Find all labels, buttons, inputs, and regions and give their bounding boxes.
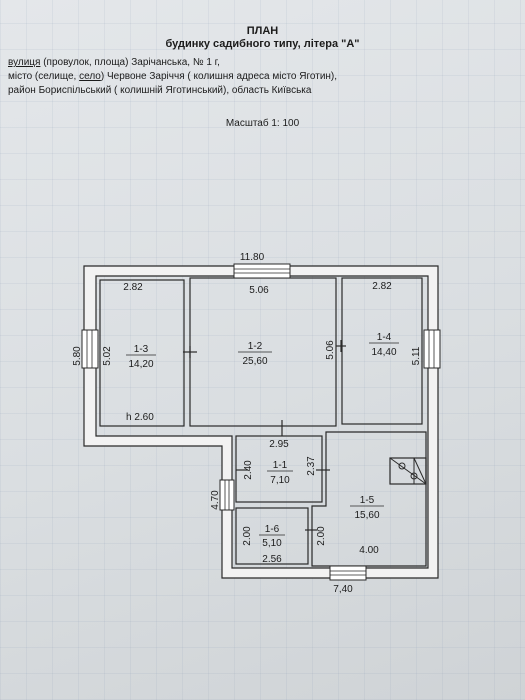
dim-room-1-1-width: 2.95	[269, 439, 289, 450]
room-area-1-3: 14,20	[128, 359, 153, 370]
dim-room-1-3-width: 2.82	[123, 282, 143, 293]
settlement-value: ) Червоне Заріччя ( колишня адреса місто…	[100, 71, 338, 82]
room-area-1-4: 14,40	[371, 347, 396, 358]
dim-room-1-6-width: 2.56	[262, 554, 282, 565]
exterior-walls	[83, 265, 439, 579]
dim-overall-width: 11.80	[240, 252, 265, 263]
room-area-1-5: 15,60	[354, 510, 379, 521]
door-markers	[183, 340, 346, 531]
dim-overall-height: 5.80	[72, 346, 83, 366]
room-id-1-3: 1-3	[134, 344, 149, 355]
dim-room-1-4-width: 2.82	[372, 281, 392, 292]
dim-room-1-1-side: 2.37	[306, 456, 317, 476]
room-id-1-2: 1-2	[248, 341, 263, 352]
dim-bottom-width: 7,40	[333, 584, 353, 595]
room-label-1-3: 1-3 14,20	[126, 344, 156, 370]
address-street-line: вулиця (провулок, площа) Зарічанська, № …	[8, 57, 220, 68]
room-id-1-6: 1-6	[265, 524, 280, 535]
windows	[81, 263, 441, 581]
dimension-labels: 11.80 5.80 4.70 7,40 2.82 5.02 h 2.60 5.…	[72, 252, 422, 595]
window-bottom	[329, 565, 367, 581]
room-id-1-1: 1-1	[273, 460, 288, 471]
dim-room-1-4-length: 5.11	[411, 346, 422, 365]
dim-room-1-3-length: 5.02	[102, 346, 113, 366]
dim-room-1-1-length: 2.40	[243, 460, 254, 480]
settlement-prefix: місто (селище,	[8, 71, 80, 82]
dim-room-1-5-width: 4.00	[359, 545, 379, 556]
street-label: вулиця	[8, 57, 41, 68]
document-title: ПЛАН	[246, 25, 279, 37]
room-area-1-6: 5,10	[262, 538, 282, 549]
window-left-wing	[219, 479, 235, 511]
room-1-6	[235, 507, 309, 565]
room-label-1-2: 1-2 25,60	[238, 341, 272, 367]
room-label-1-1: 1-1 7,10	[267, 460, 293, 486]
dim-room-1-2-width: 5.06	[249, 285, 269, 296]
address-settlement-line: місто (селище, село) Червоне Заріччя ( к…	[8, 71, 337, 82]
room-labels: 1-3 14,20 1-2 25,60 1-4 14,40 1-1 7,10 1…	[126, 332, 399, 549]
dim-left-wing-height: 4.70	[210, 490, 221, 510]
room-id-1-5: 1-5	[360, 495, 375, 506]
address-district-line: район Бориспільський ( колишній Яготинсь…	[8, 85, 312, 96]
dim-room-1-2-length: 5.06	[325, 340, 336, 360]
dim-room-1-6-length: 2.00	[242, 526, 253, 546]
room-label-1-6: 1-6 5,10	[259, 524, 285, 549]
room-1-1	[235, 435, 323, 503]
window-top	[233, 263, 291, 279]
room-1-4	[341, 277, 423, 425]
room-area-1-1: 7,10	[270, 475, 290, 486]
room-1-5	[311, 431, 427, 567]
dim-room-1-3-height: h 2.60	[126, 412, 154, 423]
plan-scale: Масштаб 1: 100	[225, 118, 300, 129]
room-1-3	[99, 279, 185, 427]
dim-room-1-5-length: 2.00	[316, 526, 327, 546]
settlement-label: село	[79, 71, 101, 82]
window-right	[423, 329, 441, 369]
document-subtitle: будинку садибного типу, літера "А"	[165, 38, 360, 50]
room-label-1-4: 1-4 14,40	[369, 332, 399, 358]
street-value: (провулок, площа) Зарічанська, № 1 г,	[40, 57, 220, 68]
room-area-1-2: 25,60	[242, 356, 267, 367]
room-id-1-4: 1-4	[377, 332, 392, 343]
window-left	[81, 329, 99, 369]
room-label-1-5: 1-5 15,60	[350, 495, 384, 521]
stove-symbol	[389, 457, 427, 485]
